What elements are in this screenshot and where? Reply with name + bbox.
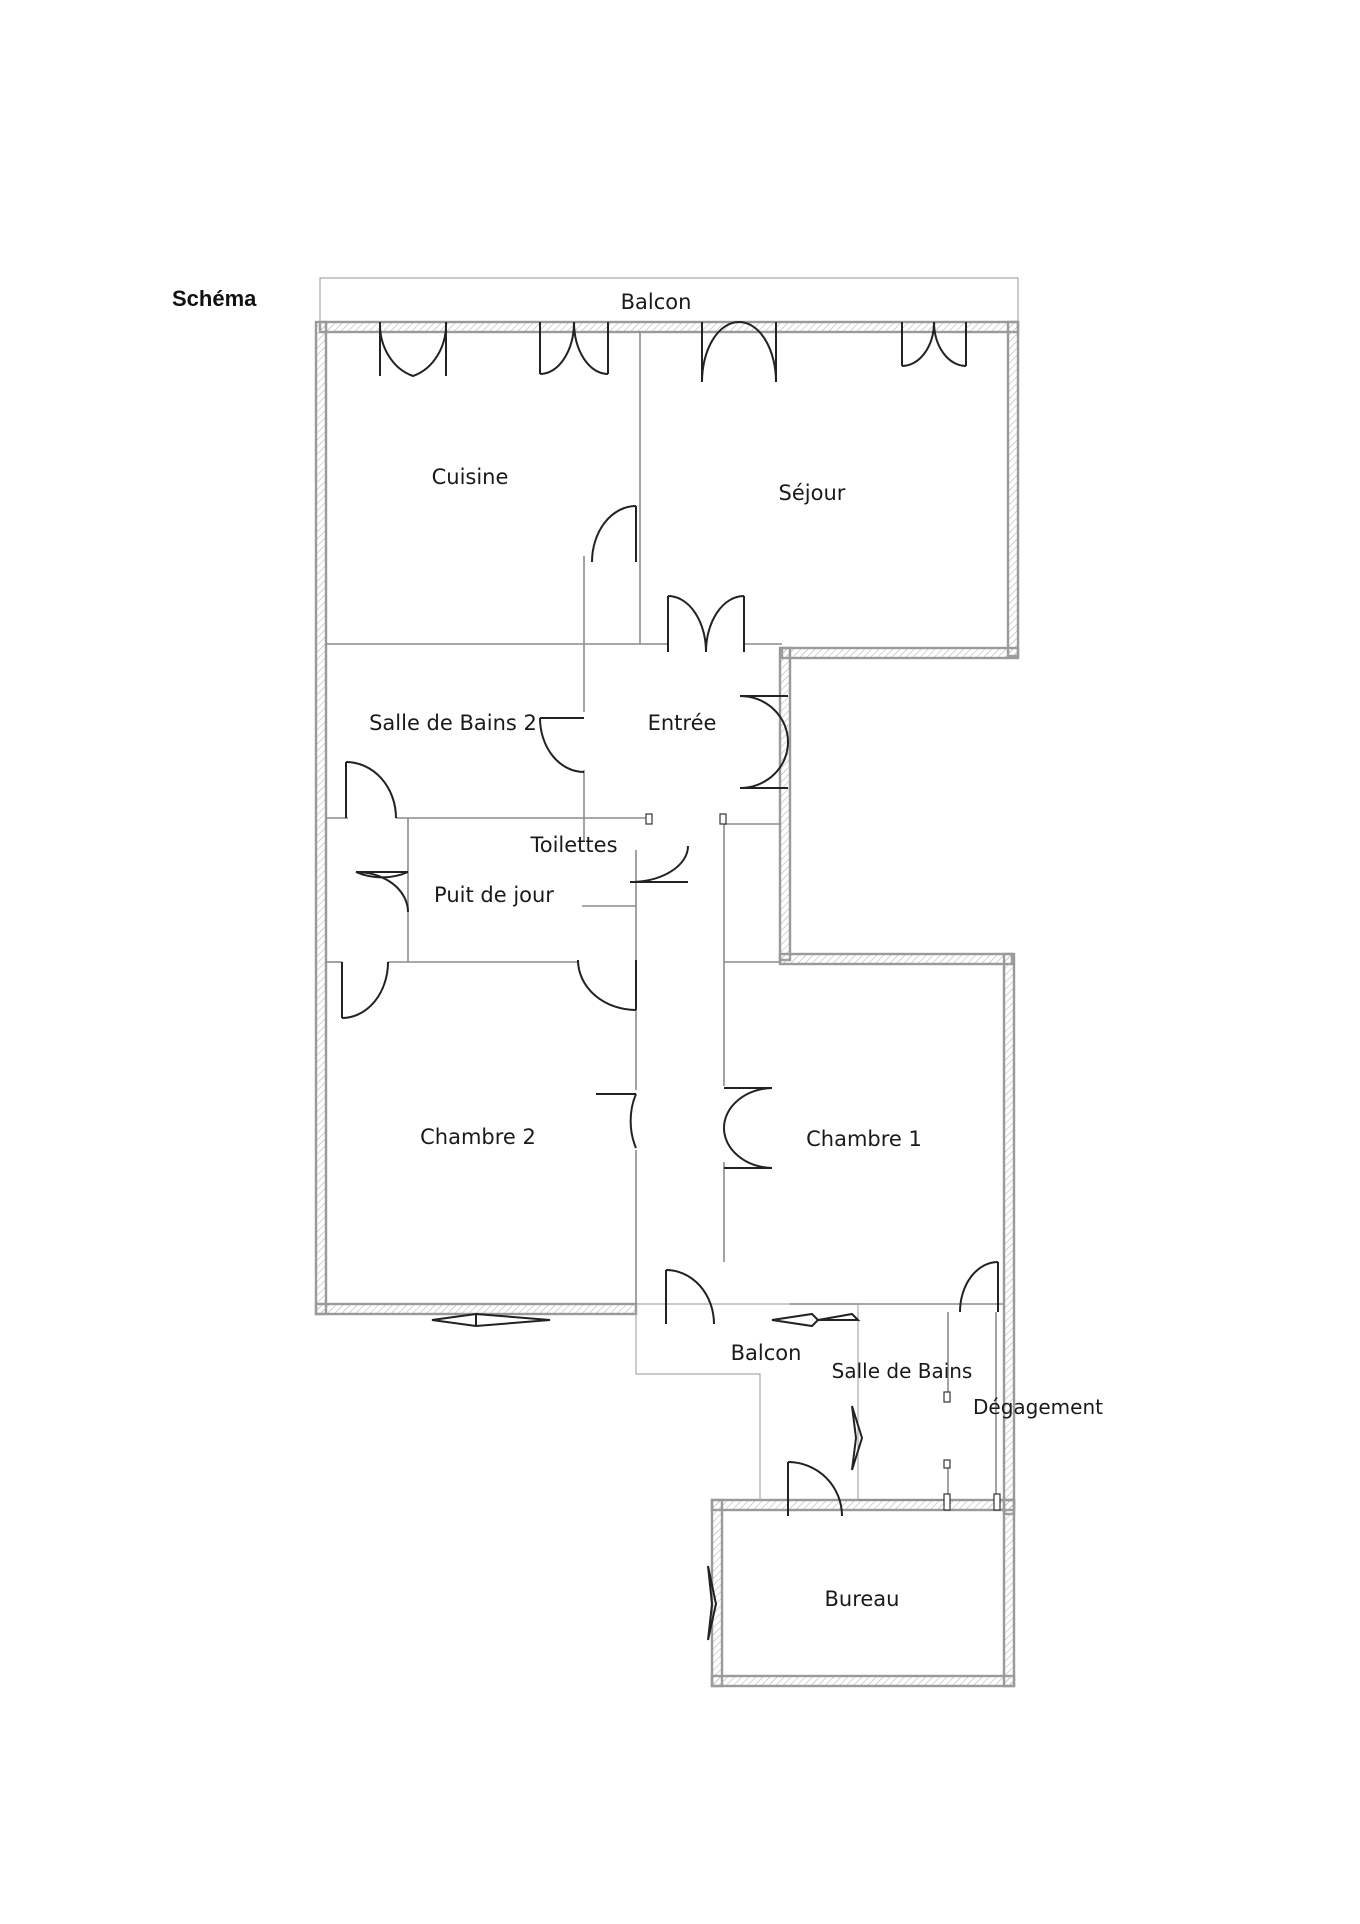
interior-partitions: [326, 332, 1004, 1501]
room-label-salle-de-bains: Salle de Bains: [832, 1359, 973, 1383]
balcony-bottom-label: Balcon: [731, 1341, 802, 1365]
room-label-degagement: Dégagement: [973, 1395, 1103, 1419]
door-jambs: [645, 813, 1001, 1511]
interior-doors: [341, 505, 999, 1517]
room-label-toilettes: Toilettes: [529, 833, 617, 857]
room-label-sejour: Séjour: [779, 481, 846, 505]
plan-heading: Schéma: [172, 286, 257, 311]
balcony-top-label: Balcon: [621, 290, 692, 314]
room-label-chambre-1: Chambre 1: [806, 1127, 922, 1151]
balcony-top-outline: [319, 277, 1019, 322]
top-windows: [378, 320, 967, 383]
room-label-salle-de-bains-2: Salle de Bains 2: [369, 711, 537, 735]
room-label-bureau: Bureau: [825, 1587, 900, 1611]
room-label-puit-de-jour: Puit de jour: [434, 883, 554, 907]
room-label-entree: Entrée: [648, 711, 717, 735]
exterior-walls: [314, 320, 1020, 1688]
balcony-bottom-outline: [635, 1303, 859, 1500]
room-label-chambre-2: Chambre 2: [420, 1125, 536, 1149]
small-windows: [431, 1312, 864, 1641]
room-label-cuisine: Cuisine: [432, 465, 509, 489]
